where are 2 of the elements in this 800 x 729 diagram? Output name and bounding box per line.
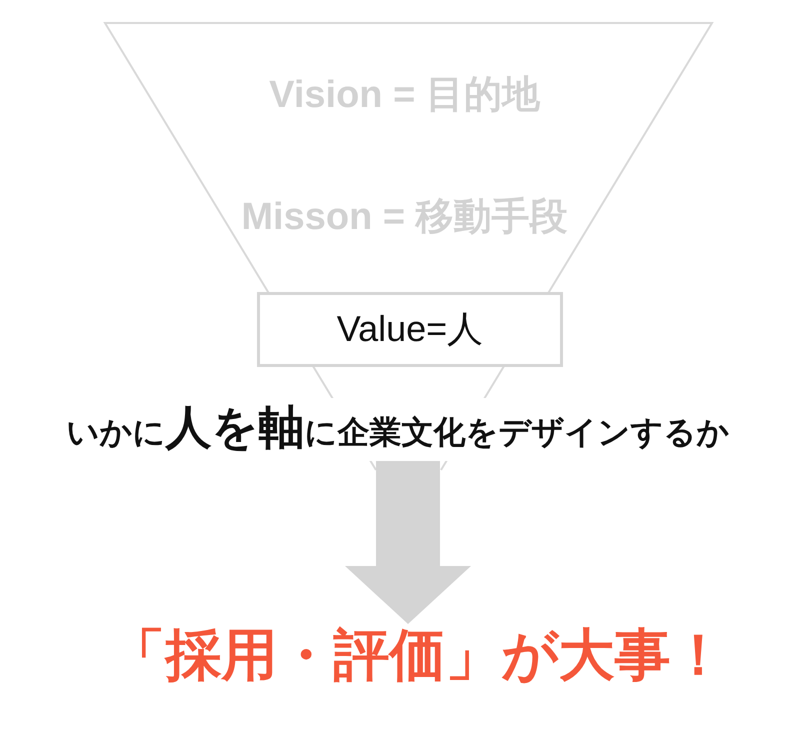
block-arrow bbox=[345, 461, 471, 624]
slogan-text: いかに人を軸に企業文化をデザインするか bbox=[66, 398, 730, 461]
